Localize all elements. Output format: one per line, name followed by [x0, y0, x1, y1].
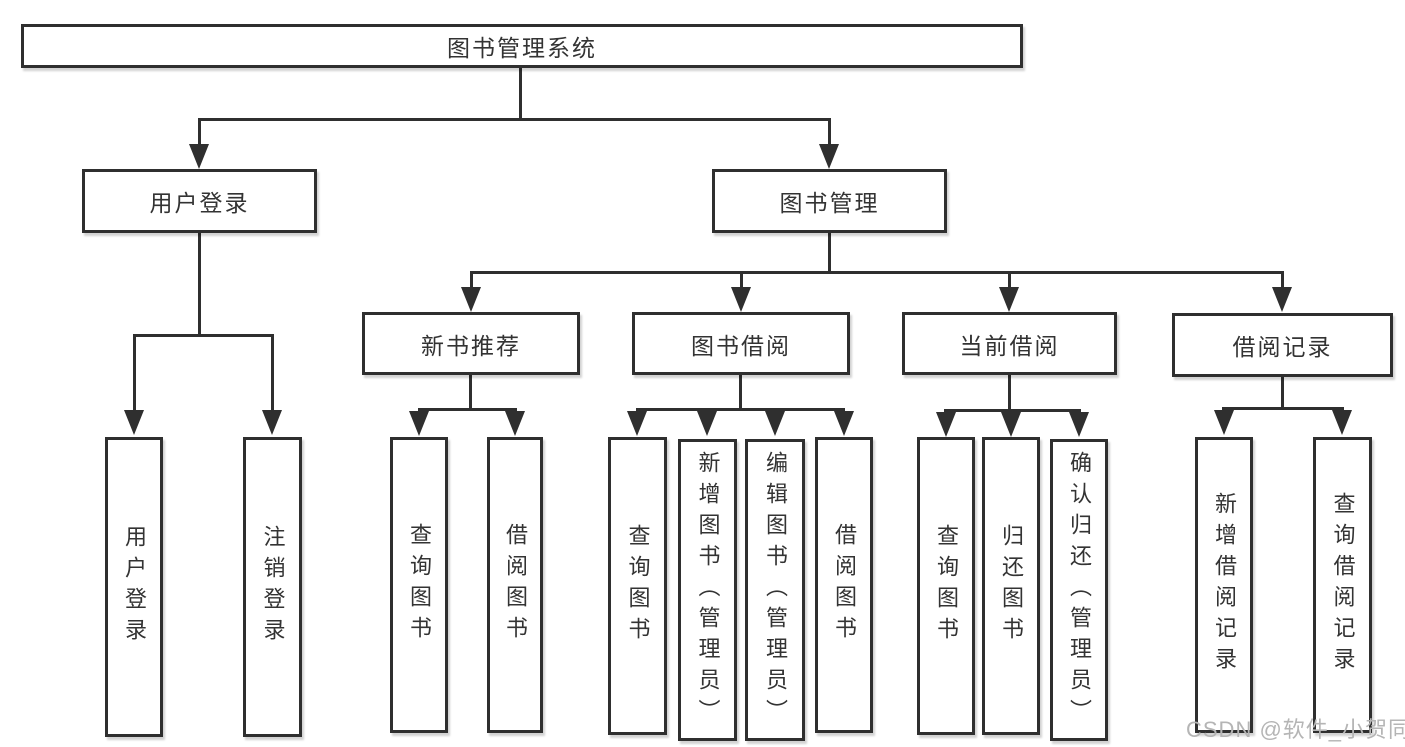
node-library-system: 图书管理系统 [21, 24, 1023, 68]
arrow-down-icon [1069, 412, 1089, 437]
leaf-records-query-record: 查询借阅记录 [1313, 437, 1372, 733]
arrow-down-icon [1001, 412, 1021, 437]
connector-line [198, 118, 201, 146]
node-label: 确认归还（管理员） [1067, 450, 1092, 730]
leaf-newrec-query-books: 查询图书 [390, 437, 448, 733]
leaf-borrow-edit-books-admin: 编辑图书（管理员） [745, 439, 805, 741]
arrow-down-icon [936, 412, 956, 437]
node-label: 借阅图书 [503, 523, 528, 647]
arrow-down-icon [731, 287, 751, 312]
node-label: 图书借阅 [691, 332, 791, 359]
node-label: 图书管理系统 [447, 35, 597, 61]
watermark: CSDN @软件_小贺同学 [1186, 717, 1405, 742]
node-current-borrowing: 当前借阅 [902, 312, 1117, 375]
node-book-management: 图书管理 [712, 169, 947, 233]
connector-line [636, 408, 845, 411]
node-label: 查询借阅记录 [1330, 492, 1356, 678]
node-label: 查询图书 [625, 524, 651, 648]
connector-line [418, 408, 517, 411]
node-label: 查询图书 [934, 524, 959, 648]
connector-line [740, 271, 743, 289]
node-label: 用户登录 [149, 190, 250, 216]
connector-line [1008, 271, 1011, 289]
node-label: 编辑图书（管理员） [763, 450, 788, 730]
connector-line [133, 334, 136, 412]
arrow-down-icon [697, 411, 717, 436]
node-label: 当前借阅 [959, 332, 1060, 359]
node-user-login: 用户登录 [82, 169, 317, 233]
connector-line [1281, 271, 1284, 289]
node-label: 新书推荐 [421, 332, 521, 359]
node-label: 用户登录 [122, 525, 147, 649]
connector-line [271, 334, 274, 412]
arrow-down-icon [1272, 287, 1292, 312]
connector-line [944, 409, 1081, 412]
connector-line [828, 233, 831, 274]
connector-line [469, 373, 472, 410]
leaf-user-login: 用户登录 [105, 437, 163, 737]
arrow-down-icon [505, 411, 525, 436]
arrow-down-icon [627, 411, 647, 436]
node-label: 借阅图书 [832, 523, 857, 647]
connector-line [739, 373, 742, 410]
leaf-current-return-books: 归还图书 [982, 437, 1040, 735]
arrow-down-icon [819, 144, 839, 169]
leaf-logout-login: 注销登录 [243, 437, 302, 737]
node-label: 图书管理 [779, 190, 880, 216]
node-new-book-recommend: 新书推荐 [362, 312, 580, 375]
arrow-down-icon [1332, 410, 1352, 435]
connector-line [1281, 375, 1284, 409]
connector-line [198, 118, 831, 121]
connector-line [519, 68, 522, 120]
node-label: 借阅记录 [1232, 334, 1333, 360]
node-book-borrowing: 图书借阅 [632, 312, 850, 375]
node-label: 新增借阅记录 [1212, 492, 1237, 678]
leaf-borrow-query-books: 查询图书 [608, 437, 667, 735]
leaf-newrec-borrow-books: 借阅图书 [487, 437, 543, 733]
connector-line [470, 271, 1284, 274]
connector-line [133, 334, 274, 337]
arrow-down-icon [461, 287, 481, 312]
arrow-down-icon [1214, 410, 1234, 435]
node-label: 归还图书 [999, 524, 1024, 648]
leaf-current-query-books: 查询图书 [917, 437, 975, 735]
arrow-down-icon [124, 410, 144, 435]
connector-line [1222, 407, 1344, 410]
arrow-down-icon [765, 411, 785, 436]
arrow-down-icon [409, 411, 429, 436]
node-label: 新增图书（管理员） [695, 450, 721, 730]
arrow-down-icon [999, 287, 1019, 312]
leaf-current-confirm-return-admin: 确认归还（管理员） [1050, 439, 1108, 741]
node-label: 查询图书 [407, 523, 432, 647]
leaf-borrow-borrow-books: 借阅图书 [815, 437, 873, 733]
node-label: 注销登录 [260, 525, 286, 649]
connector-line [470, 271, 473, 289]
arrow-down-icon [189, 144, 209, 169]
node-borrowing-records: 借阅记录 [1172, 313, 1393, 377]
leaf-borrow-add-books-admin: 新增图书（管理员） [678, 439, 737, 741]
arrow-down-icon [262, 410, 282, 435]
connector-line [828, 118, 831, 146]
connector-line [1008, 373, 1011, 412]
connector-line [198, 233, 201, 336]
leaf-records-add-record: 新增借阅记录 [1195, 437, 1253, 733]
arrow-down-icon [834, 411, 854, 436]
